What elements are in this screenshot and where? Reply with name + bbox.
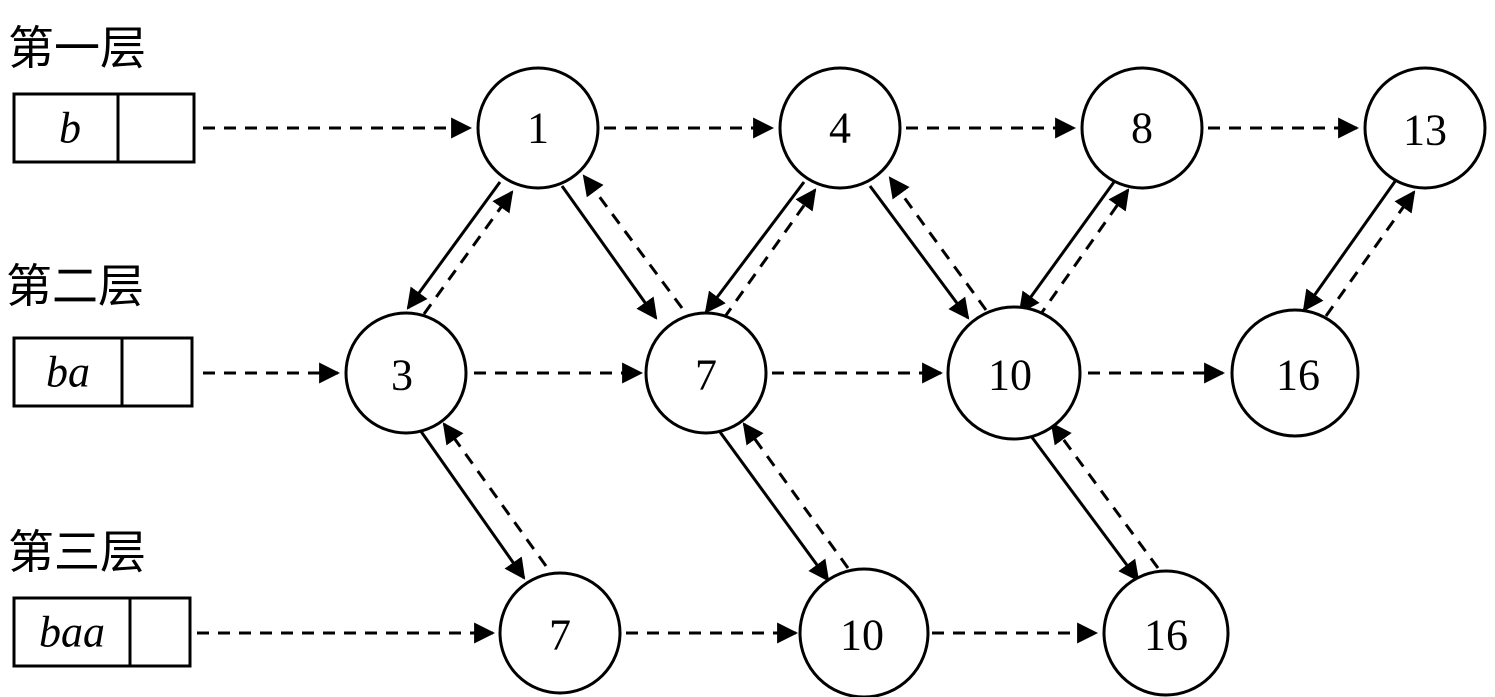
key-box-layer1: b bbox=[12, 92, 196, 164]
node-layer2-10: 10 bbox=[946, 305, 1082, 441]
layer-label-1: 第一层 bbox=[8, 21, 146, 75]
node-label: 16 bbox=[1144, 611, 1188, 660]
node-layer1-13: 13 bbox=[1363, 66, 1487, 190]
key-text-layer3: baa bbox=[39, 608, 105, 657]
node-layer3-10: 10 bbox=[798, 567, 930, 697]
node-label: 1 bbox=[527, 104, 549, 153]
node-layer2-16: 16 bbox=[1230, 308, 1360, 438]
node-label: 8 bbox=[1131, 104, 1153, 153]
node-label: 13 bbox=[1403, 106, 1447, 155]
node-label: 16 bbox=[1276, 351, 1320, 400]
node-layer1-8: 8 bbox=[1080, 66, 1204, 190]
layer-label-2: 第二层 bbox=[6, 259, 144, 313]
layer2-layer3-diagonals bbox=[418, 422, 1160, 582]
layer2-nodes: 3 7 10 16 bbox=[344, 305, 1360, 441]
node-layer3-7: 7 bbox=[498, 571, 622, 695]
layer1-nodes: 1 4 8 13 bbox=[476, 66, 1487, 190]
node-layer2-3: 3 bbox=[344, 311, 468, 435]
key-text-layer2: ba bbox=[46, 348, 90, 397]
node-layer1-4: 4 bbox=[778, 66, 902, 190]
key-box-layer3: baa bbox=[12, 596, 192, 668]
node-layer1-1: 1 bbox=[476, 66, 600, 190]
node-layer2-7: 7 bbox=[644, 311, 768, 435]
node-label: 7 bbox=[549, 611, 571, 660]
node-label: 4 bbox=[829, 104, 851, 153]
layer-label-3: 第三层 bbox=[8, 525, 146, 579]
key-text-layer1: b bbox=[59, 104, 81, 153]
layer1-layer2-diagonals bbox=[406, 174, 1416, 320]
node-label: 10 bbox=[988, 351, 1032, 400]
node-label: 3 bbox=[391, 351, 413, 400]
node-label: 7 bbox=[695, 351, 717, 400]
layer3-nodes: 7 10 16 bbox=[498, 567, 1230, 697]
node-label: 10 bbox=[840, 611, 884, 660]
node-layer3-16: 16 bbox=[1102, 569, 1230, 697]
key-box-layer2: ba bbox=[12, 336, 194, 408]
